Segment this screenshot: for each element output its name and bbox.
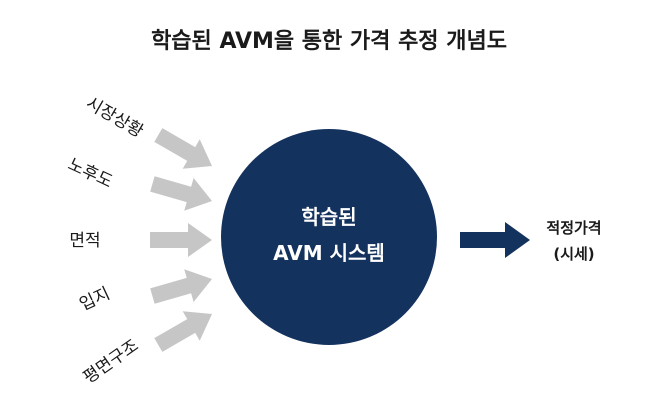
input-arrow-floor-plan — [154, 311, 212, 352]
avm-circle-line1: 학습된 — [301, 205, 356, 229]
output-label-line1: 적정가격 — [546, 219, 601, 237]
factor-label-market: 시장상황 — [82, 93, 146, 142]
input-arrow-market — [154, 128, 212, 169]
diagram-title: 학습된 AVM을 통한 가격 추정 개념도 — [151, 29, 507, 54]
factor-label-area: 면적 — [69, 231, 100, 251]
output-arrow — [460, 222, 530, 258]
avm-system-circle — [221, 129, 437, 345]
input-arrow-age — [150, 176, 212, 211]
factor-label-location: 입지 — [76, 284, 113, 315]
factor-label-floor-plan: 평면구조 — [80, 336, 143, 388]
avm-circle-line2: AVM 시스템 — [273, 241, 385, 265]
output-label-line2: (시세) — [553, 245, 594, 263]
input-arrow-area — [150, 223, 212, 257]
factor-label-age: 노후도 — [65, 154, 116, 192]
input-arrow-location — [150, 269, 212, 304]
